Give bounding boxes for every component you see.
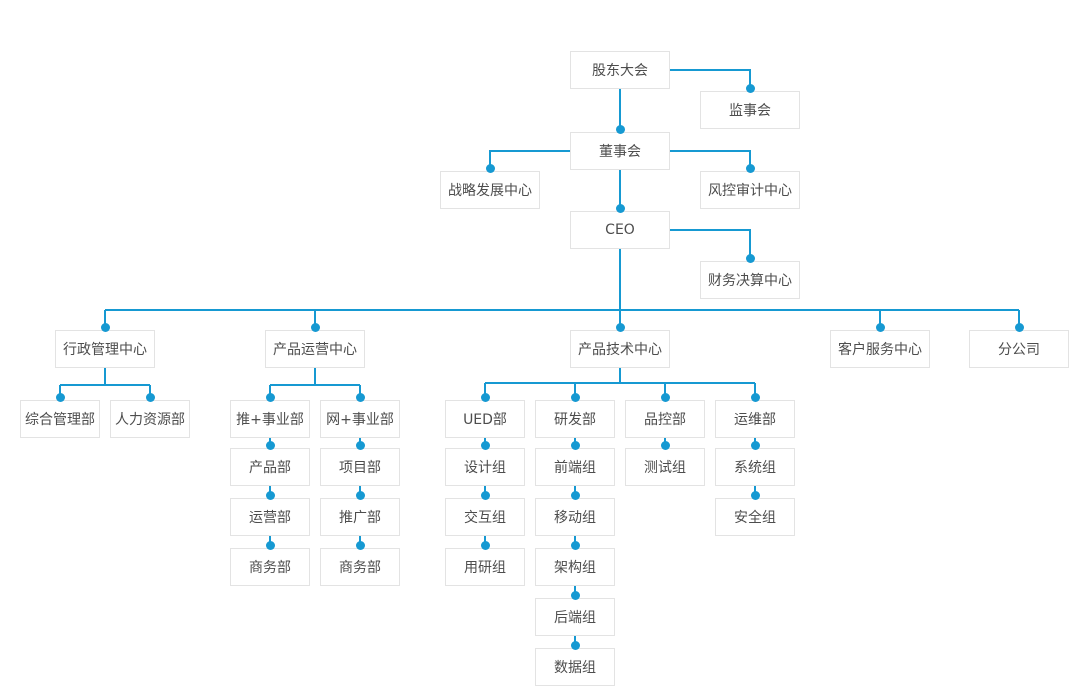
- node-business-dept-1: 商务部: [230, 541, 310, 586]
- node-financial-settlement-center: 财务决算中心: [700, 254, 800, 299]
- node-shareholders-meeting: 股东大会: [570, 51, 670, 89]
- node-project-dept: 项目部: [320, 441, 400, 486]
- node-customer-service-center: 客户服务中心: [830, 323, 930, 368]
- node-ops-maintenance-dept: 运维部: [715, 393, 795, 438]
- node-testing-group: 测试组: [625, 441, 705, 486]
- node-operations-dept: 运营部: [230, 491, 310, 536]
- node-promotion-dept: 推广部: [320, 491, 400, 536]
- node-frontend-group: 前端组: [535, 441, 615, 486]
- node-tui-business-division: 推+事业部: [230, 393, 310, 438]
- node-mobile-group: 移动组: [535, 491, 615, 536]
- node-system-group: 系统组: [715, 441, 795, 486]
- node-strategic-development-center: 战略发展中心: [440, 164, 540, 209]
- node-general-management-dept: 综合管理部: [20, 393, 100, 438]
- node-architecture-group: 架构组: [535, 541, 615, 586]
- node-user-research-group: 用研组: [445, 541, 525, 586]
- node-product-dept: 产品部: [230, 441, 310, 486]
- node-product-technology-center: 产品技术中心: [570, 323, 670, 368]
- node-branch-company: 分公司: [969, 323, 1069, 368]
- node-ceo: CEO: [570, 204, 670, 249]
- node-wang-business-division: 网+事业部: [320, 393, 400, 438]
- node-board-of-directors: 董事会: [570, 125, 670, 170]
- node-supervisory-board: 监事会: [700, 84, 800, 129]
- node-product-operations-center: 产品运营中心: [265, 323, 365, 368]
- node-security-group: 安全组: [715, 491, 795, 536]
- node-quality-control-dept: 品控部: [625, 393, 705, 438]
- node-design-group: 设计组: [445, 441, 525, 486]
- node-backend-group: 后端组: [535, 591, 615, 636]
- node-ued-dept: UED部: [445, 393, 525, 438]
- node-human-resources-dept: 人力资源部: [110, 393, 190, 438]
- node-admin-management-center: 行政管理中心: [55, 323, 155, 368]
- node-risk-audit-center: 风控审计中心: [700, 164, 800, 209]
- node-data-group: 数据组: [535, 641, 615, 686]
- node-interaction-group: 交互组: [445, 491, 525, 536]
- node-business-dept-2: 商务部: [320, 541, 400, 586]
- node-rnd-dept: 研发部: [535, 393, 615, 438]
